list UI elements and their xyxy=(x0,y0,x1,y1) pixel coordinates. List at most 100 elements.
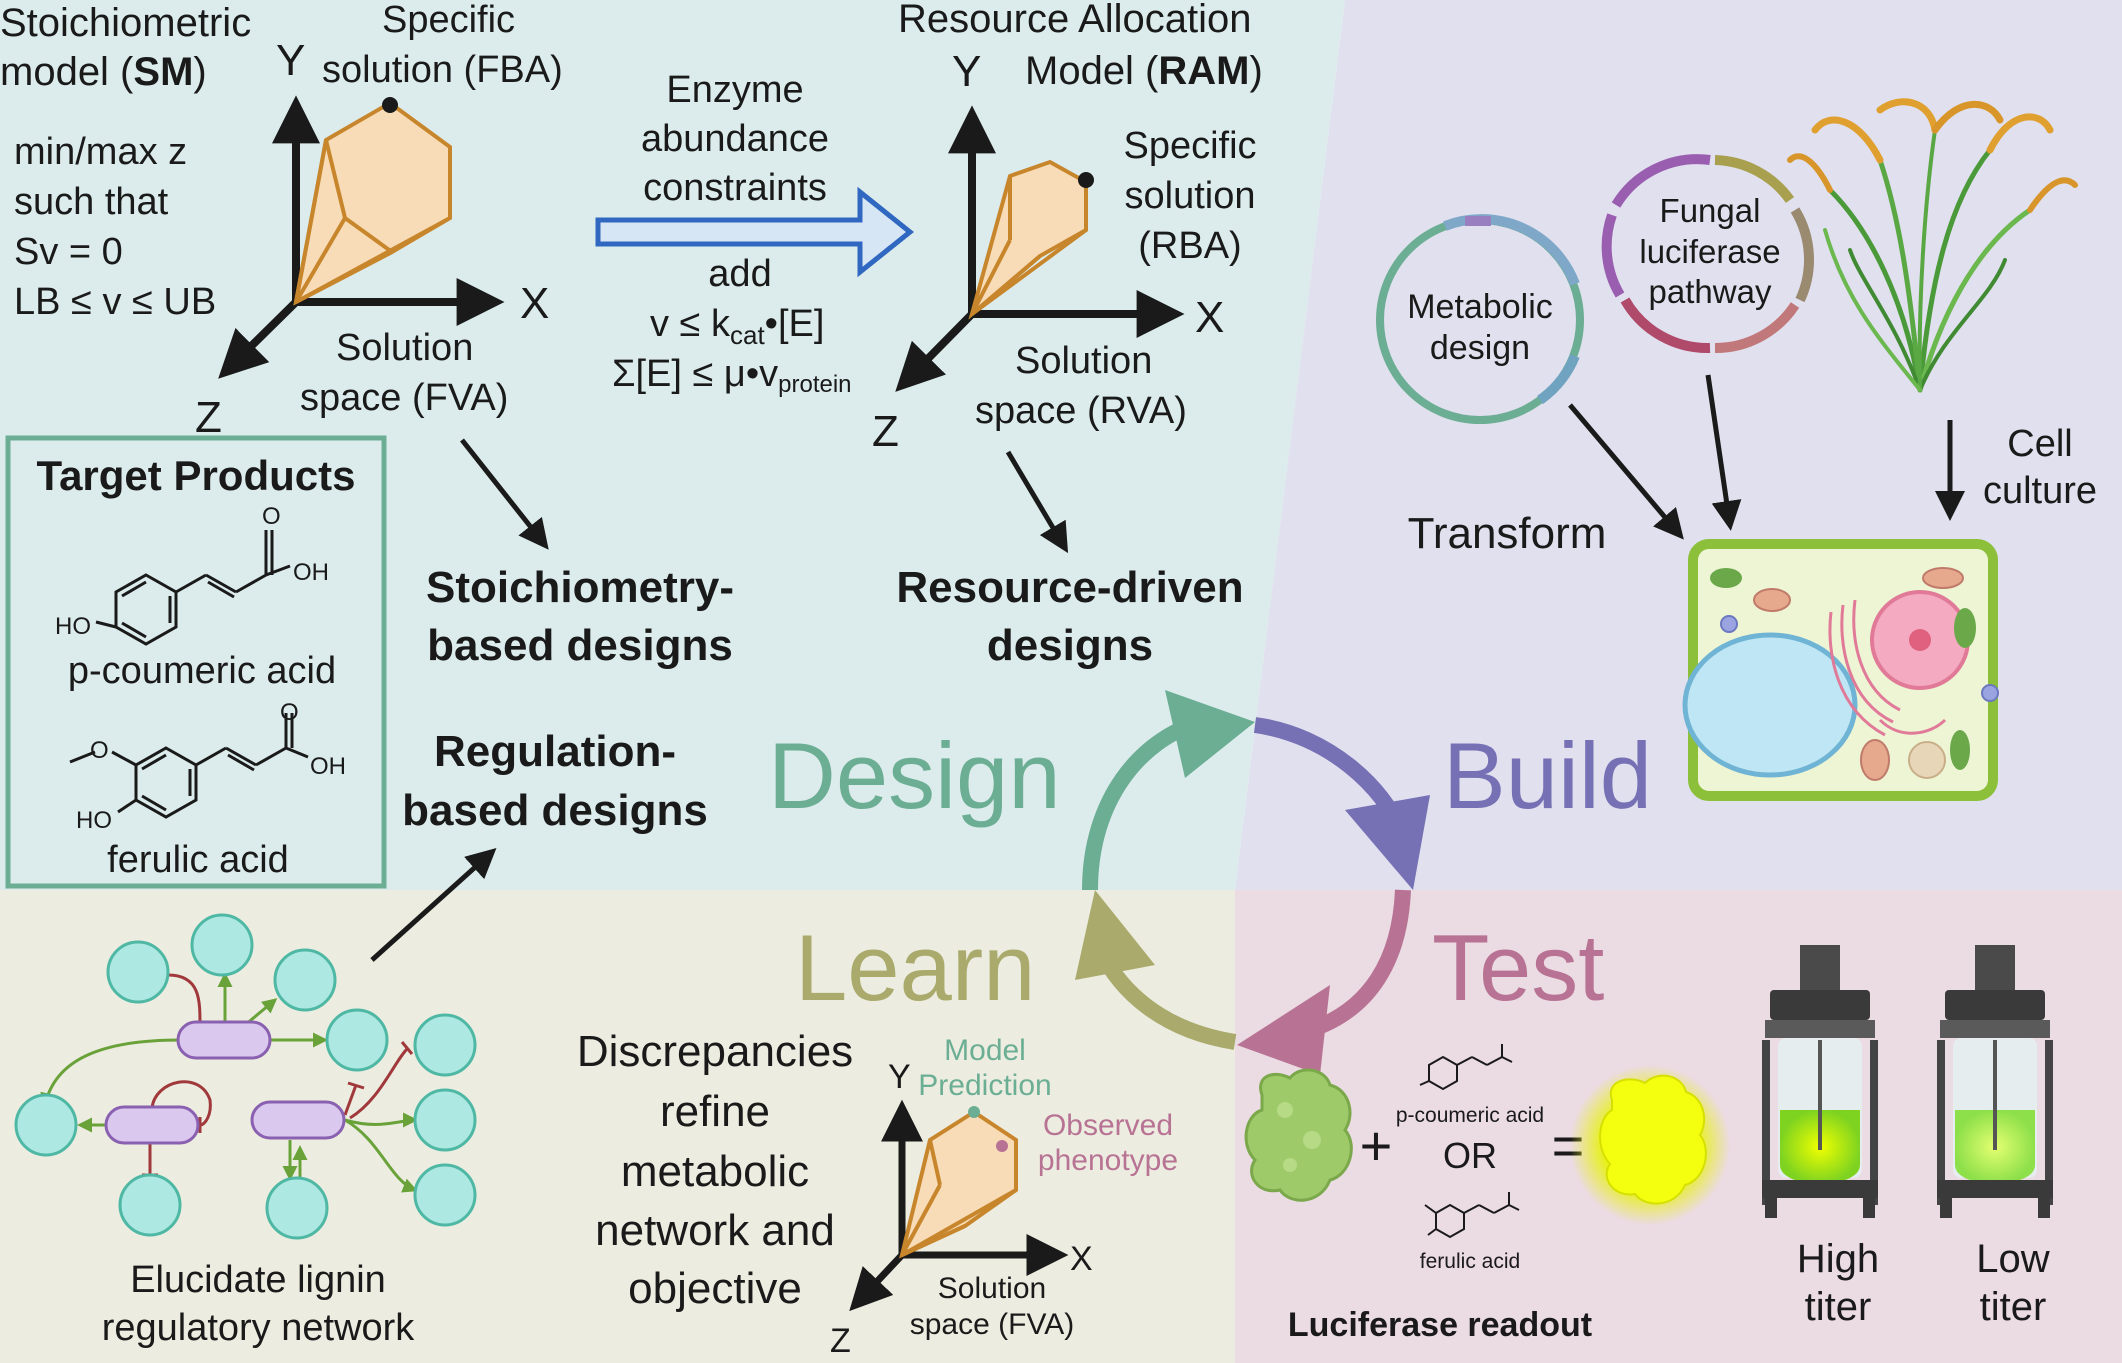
enzyme-line3: constraints xyxy=(643,167,827,209)
stoich-designs-line2: based designs xyxy=(427,621,733,670)
disc-line1: Discrepancies xyxy=(577,1027,853,1076)
resource-designs-line1: Resource-driven xyxy=(896,563,1243,612)
disc-line2: refine xyxy=(660,1087,770,1136)
enzyme-line1: Enzyme xyxy=(666,69,803,111)
readout-label: Luciferase readout xyxy=(1288,1306,1592,1344)
ram-axis-x: X xyxy=(1195,293,1224,342)
learn-axis-y: Y xyxy=(888,1058,911,1096)
lignin-line1: Elucidate lignin xyxy=(130,1259,386,1301)
test-p2-label: ferulic acid xyxy=(1420,1250,1520,1273)
ram-panel: Resource Allocation Model (RAM) Y X Z Sp… xyxy=(872,0,1263,456)
design-label: Design xyxy=(768,723,1061,828)
stoich-designs-line1: Stoichiometry- xyxy=(426,563,734,612)
test-p1-label: p-coumeric acid xyxy=(1396,1104,1544,1127)
p1-OH: OH xyxy=(293,559,329,586)
high-line2: titer xyxy=(1805,1285,1872,1329)
metabolic-line2: design xyxy=(1430,329,1530,367)
glowing-luciferase-icon xyxy=(1570,1065,1730,1225)
luciferase-protein-icon xyxy=(1244,1068,1353,1202)
enzyme-constraint1: v ≤ kcat•[E] xyxy=(650,303,824,350)
p2-OH: OH xyxy=(310,753,346,780)
fungal-line1: Fungal xyxy=(1660,192,1761,229)
low-line2: titer xyxy=(1980,1285,2047,1329)
culture-line1: Cell xyxy=(2007,423,2072,465)
model-prediction-dot xyxy=(968,1106,980,1118)
arrow-to-stoich-designs xyxy=(460,438,549,550)
fungal-line2: luciferase xyxy=(1639,233,1780,270)
test-p1-structure xyxy=(1419,1044,1513,1091)
enzyme-block-arrow xyxy=(595,186,915,278)
learn-arrowhead xyxy=(1075,890,1155,980)
ram-title-line1: Resource Allocation xyxy=(898,0,1252,41)
learn-axis-z: Z xyxy=(830,1322,851,1360)
test-panel: + p-coumeric acid OR ferulic acid = xyxy=(1244,945,2053,1344)
obs-line2: phenotype xyxy=(1038,1144,1178,1177)
metabolic-line1: Metabolic xyxy=(1407,288,1553,326)
learn-axis-x: X xyxy=(1070,1240,1093,1278)
p1-HO: HO xyxy=(55,613,91,640)
sm-space-line2: space (FVA) xyxy=(300,377,508,419)
learn-space-line2: space (FVA) xyxy=(910,1308,1075,1341)
arrow-metabolic-to-cell xyxy=(1568,403,1684,540)
enzyme-add: add xyxy=(708,253,771,295)
arrow-to-resource-designs xyxy=(1005,450,1069,554)
build-arrowhead xyxy=(1345,795,1430,890)
enzyme-line2: abundance xyxy=(641,118,829,160)
enzyme-constraint2: Σ[E] ≤ μ•vprotein xyxy=(612,353,852,398)
arrow-network-to-regulation xyxy=(370,847,497,962)
culture-line2: culture xyxy=(1983,470,2097,512)
test-label: Test xyxy=(1432,915,1604,1020)
fungal-luciferase-plasmid xyxy=(1601,154,1814,354)
ram-axes xyxy=(895,105,1185,392)
ram-specific-solution-dot xyxy=(1078,172,1094,188)
ram-polytope xyxy=(968,159,1094,320)
sm-specific-solution-dot xyxy=(382,97,398,113)
p-coumaric-structure xyxy=(95,530,291,646)
high-line1: High xyxy=(1797,1237,1879,1281)
sm-axes xyxy=(218,95,505,379)
target-title: Target Products xyxy=(37,452,356,499)
cycle-arrows xyxy=(1075,690,1430,1075)
sm-eq3: Sv = 0 xyxy=(14,231,123,273)
obs-line1: Observed xyxy=(1043,1109,1173,1142)
sm-axis-z: Z xyxy=(195,393,222,442)
test-or: OR xyxy=(1443,1135,1497,1176)
learn-panel: Elucidate lignin regulatory network Disc… xyxy=(14,847,1178,1360)
ram-axis-z: Z xyxy=(872,407,899,456)
rice-plant-icon xyxy=(1787,98,2078,393)
p2-O-top: O xyxy=(280,699,299,726)
low-line1: Low xyxy=(1976,1237,2049,1281)
ram-axis-y: Y xyxy=(952,47,981,96)
disc-line4: network and xyxy=(595,1206,835,1255)
test-p2-structure xyxy=(1424,1192,1520,1239)
test-plus: + xyxy=(1360,1114,1393,1177)
transform-label: Transform xyxy=(1408,509,1607,558)
sm-axis-x: X xyxy=(520,279,549,328)
p1-name: p-coumeric acid xyxy=(68,650,336,692)
disc-line3: metabolic xyxy=(621,1147,809,1196)
ram-space-line2: space (RVA) xyxy=(975,390,1187,432)
resource-designs-line2: designs xyxy=(987,621,1153,670)
build-label: Build xyxy=(1443,723,1652,828)
high-titer-bioreactor-icon xyxy=(1762,945,1878,1218)
sm-panel: Stoichiometric model (SM) min/max z such… xyxy=(0,0,563,442)
ram-specific-line3: (RBA) xyxy=(1138,225,1241,267)
fungal-line3: pathway xyxy=(1649,273,1772,310)
learn-label: Learn xyxy=(795,915,1035,1020)
ram-specific-line1: Specific xyxy=(1123,125,1256,167)
learn-axes xyxy=(849,1099,1069,1312)
model-line2: Prediction xyxy=(918,1069,1051,1102)
model-line1: Model xyxy=(944,1034,1026,1067)
target-products-box: Target Products O OH HO p-coumeric acid xyxy=(5,435,387,889)
sm-title-line1: Stoichiometric xyxy=(0,1,251,45)
design-arrowhead xyxy=(1165,690,1255,778)
plant-cell-icon xyxy=(1682,539,1999,801)
sm-polytope xyxy=(293,97,452,306)
test-arrowhead xyxy=(1237,985,1330,1075)
regulatory-network xyxy=(14,913,477,1240)
ram-space-line1: Solution xyxy=(1015,340,1152,382)
reg-designs-line1: Regulation- xyxy=(434,727,676,776)
test-cycle-arrow xyxy=(1307,889,1411,1038)
sm-specific-line1: Specific xyxy=(382,0,515,41)
